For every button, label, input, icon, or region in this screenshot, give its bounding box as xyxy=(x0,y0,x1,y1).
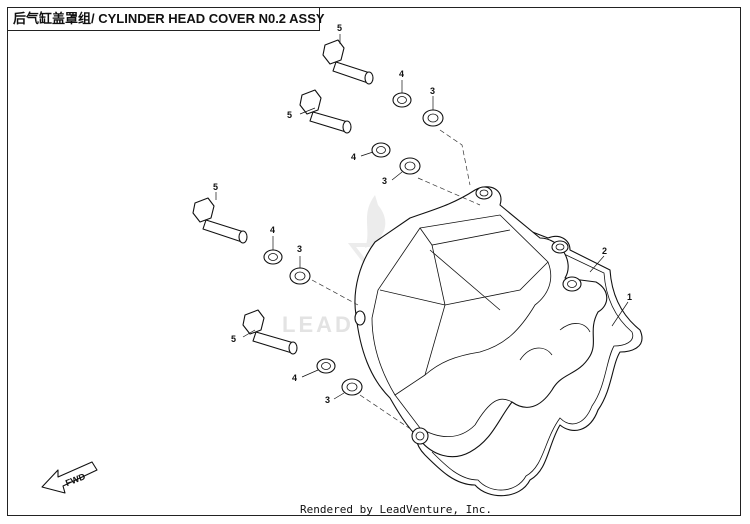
flange-bolt[interactable] xyxy=(192,197,248,244)
grommet[interactable] xyxy=(399,157,421,175)
callout-5: 5 xyxy=(337,23,342,33)
grommet[interactable] xyxy=(341,378,363,396)
bolt-set-b[interactable] xyxy=(299,89,421,175)
cylinder-head-cover[interactable] xyxy=(354,186,608,458)
callout-3: 3 xyxy=(297,244,302,254)
bolt-set-d[interactable] xyxy=(242,309,363,396)
callout-3: 3 xyxy=(325,395,330,405)
bolt-set-a[interactable] xyxy=(322,39,444,127)
grommet[interactable] xyxy=(289,267,311,285)
diagram-title: 后气缸盖罩组/ CYLINDER HEAD COVER N0.2 ASSY xyxy=(7,7,325,31)
flange-bolt[interactable] xyxy=(242,309,298,355)
render-credit: Rendered by LeadVenture, Inc. xyxy=(300,503,493,516)
fwd-arrow-icon: FWD xyxy=(41,461,98,494)
callout-4: 4 xyxy=(270,225,275,235)
washer[interactable] xyxy=(316,358,336,374)
callout-2: 2 xyxy=(602,246,607,256)
callout-1: 1 xyxy=(627,292,632,302)
bolt-set-c[interactable] xyxy=(192,197,311,285)
callout-3: 3 xyxy=(382,176,387,186)
assembly-lines xyxy=(311,129,481,431)
callout-5: 5 xyxy=(213,182,218,192)
grommet[interactable] xyxy=(422,109,444,127)
leader-lines xyxy=(215,34,629,400)
callouts: 5 4 3 5 4 3 5 4 3 5 4 3 2 1 xyxy=(213,23,632,405)
flange-bolt[interactable] xyxy=(322,39,374,85)
callout-4: 4 xyxy=(292,373,297,383)
callout-4: 4 xyxy=(399,69,404,79)
callout-4: 4 xyxy=(351,152,356,162)
callout-5: 5 xyxy=(287,110,292,120)
washer[interactable] xyxy=(263,249,283,265)
callout-3: 3 xyxy=(430,86,435,96)
callout-5: 5 xyxy=(231,334,236,344)
drawing-frame xyxy=(7,7,741,516)
washer[interactable] xyxy=(371,142,391,158)
washer[interactable] xyxy=(392,92,412,108)
flange-bolt[interactable] xyxy=(299,89,352,134)
